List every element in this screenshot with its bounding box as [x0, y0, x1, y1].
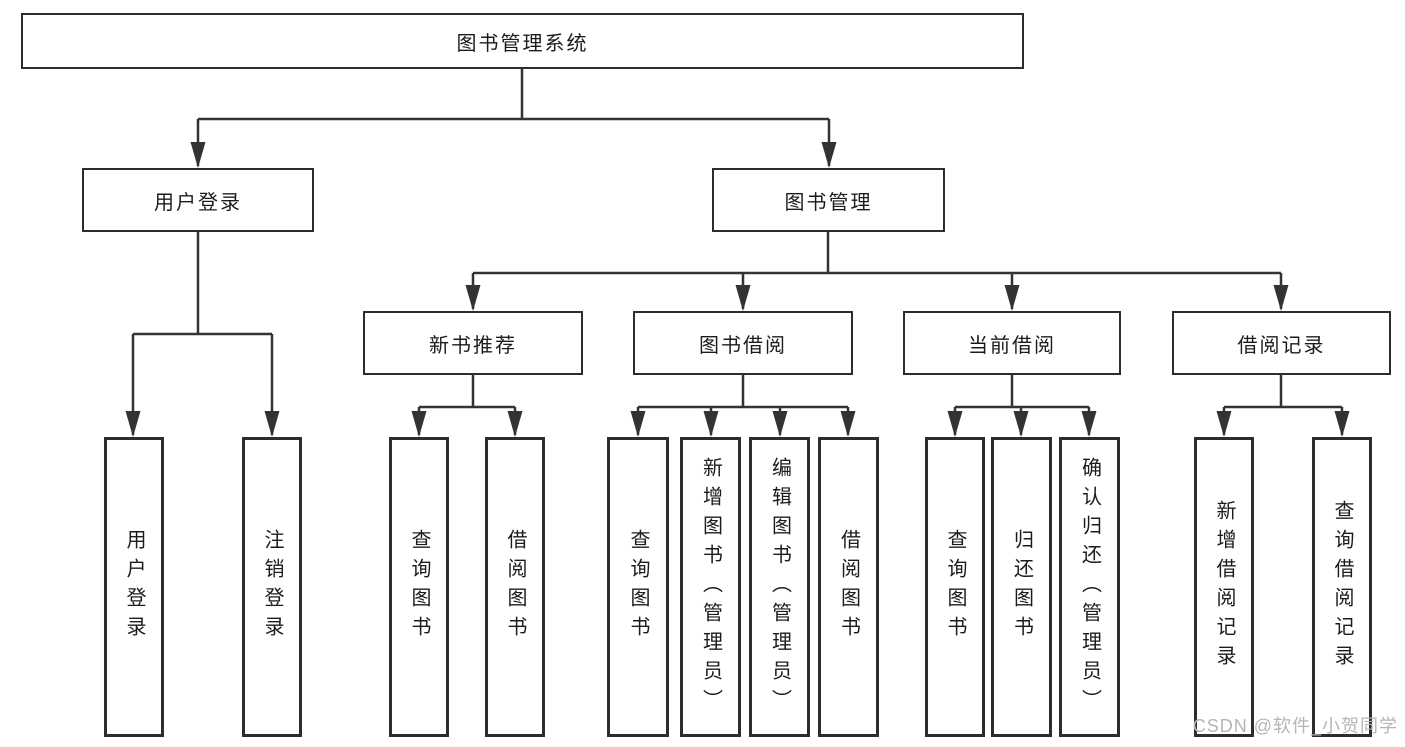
node-book-management: 图书管理 — [712, 168, 945, 232]
node-root-library-management-system: 图书管理系统 — [21, 13, 1024, 69]
leaf-query-books-current-label: 查询图书 — [944, 529, 966, 645]
leaf-add-books-admin-label: 新增图书（管理员） — [699, 456, 722, 718]
leaf-query-books-borrow: 查询图书 — [607, 437, 669, 737]
leaf-query-borrow-record: 查询借阅记录 — [1312, 437, 1372, 737]
leaf-add-borrow-record: 新增借阅记录 — [1194, 437, 1254, 737]
leaf-query-books-recommend: 查询图书 — [389, 437, 449, 737]
leaf-return-books-label: 归还图书 — [1010, 529, 1033, 645]
leaf-borrow-books-label: 借阅图书 — [837, 529, 860, 645]
leaf-query-books-borrow-label: 查询图书 — [627, 529, 649, 645]
leaf-borrow-books-recommend: 借阅图书 — [485, 437, 545, 737]
node-new-book-recommend: 新书推荐 — [363, 311, 583, 375]
node-current-borrow: 当前借阅 — [903, 311, 1121, 375]
leaf-query-books-current: 查询图书 — [925, 437, 985, 737]
leaf-add-books-admin: 新增图书（管理员） — [680, 437, 741, 737]
leaf-add-borrow-record-label: 新增借阅记录 — [1213, 500, 1235, 674]
leaf-return-books: 归还图书 — [991, 437, 1052, 737]
node-book-borrow: 图书借阅 — [633, 311, 853, 375]
leaf-user-login-label: 用户登录 — [123, 529, 145, 645]
leaf-logout-label: 注销登录 — [261, 529, 283, 645]
arrowheads — [125, 142, 1350, 437]
leaf-confirm-return-admin-label: 确认归还（管理员） — [1078, 456, 1101, 718]
leaf-user-login: 用户登录 — [104, 437, 164, 737]
leaf-borrow-books: 借阅图书 — [818, 437, 879, 737]
leaf-edit-books-admin-label: 编辑图书（管理员） — [768, 456, 791, 718]
node-borrow-records: 借阅记录 — [1172, 311, 1391, 375]
leaf-query-borrow-record-label: 查询借阅记录 — [1331, 500, 1353, 674]
leaf-logout: 注销登录 — [242, 437, 302, 737]
leaf-confirm-return-admin: 确认归还（管理员） — [1059, 437, 1120, 737]
leaf-query-books-recommend-label: 查询图书 — [408, 529, 430, 645]
watermark: CSDN @软件_小贺同学 — [1192, 716, 1398, 736]
node-user-login: 用户登录 — [82, 168, 314, 232]
leaf-borrow-books-recommend-label: 借阅图书 — [504, 529, 526, 645]
leaf-edit-books-admin: 编辑图书（管理员） — [749, 437, 810, 737]
